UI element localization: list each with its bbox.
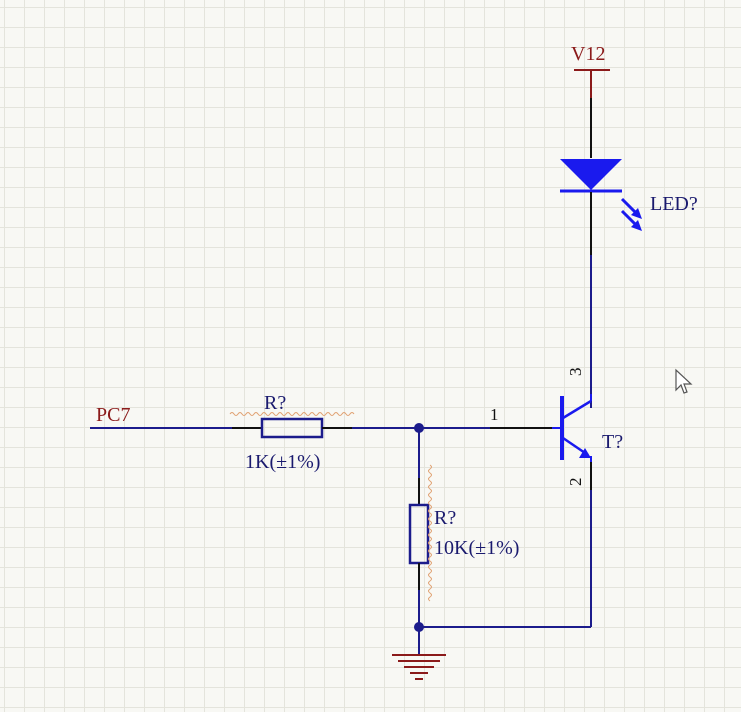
power-net-label: V12 — [571, 43, 606, 65]
transistor-symbol[interactable] — [552, 394, 592, 462]
led-designator[interactable]: LED? — [650, 193, 698, 215]
input-net-label: PC7 — [96, 404, 131, 426]
transistor-pin-emitter: 2 — [566, 477, 585, 487]
resistor-pulldown-value[interactable]: 10K(±1%) — [434, 537, 520, 559]
power-port-v12[interactable] — [574, 69, 610, 98]
junction-node-ground — [414, 622, 424, 632]
ground-icon[interactable] — [392, 654, 446, 680]
mouse-cursor-icon — [675, 368, 693, 394]
transistor-pin-collector: 3 — [566, 367, 585, 377]
transistor-pin-base: 1 — [490, 405, 499, 424]
resistor-series-designator[interactable]: R? — [264, 392, 287, 414]
resistor-series[interactable] — [229, 412, 355, 439]
resistor-pulldown-designator[interactable]: R? — [434, 507, 457, 529]
transistor-designator[interactable]: T? — [602, 431, 624, 453]
led-symbol[interactable] — [560, 159, 642, 231]
resistor-pulldown[interactable] — [408, 464, 432, 602]
resistor-series-value[interactable]: 1K(±1%) — [245, 451, 321, 473]
